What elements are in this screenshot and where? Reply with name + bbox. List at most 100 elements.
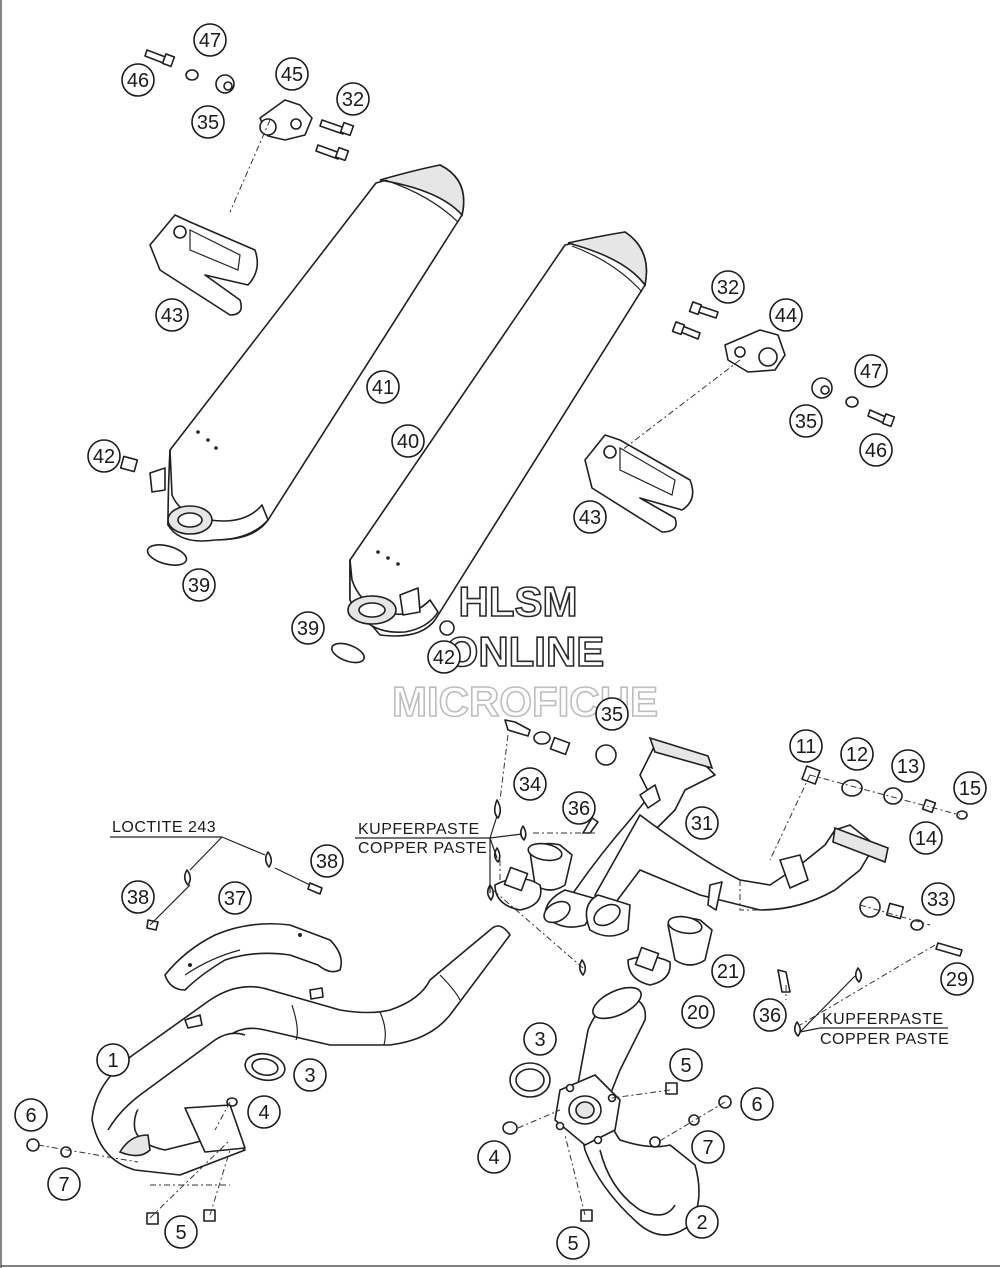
callout-number: 36	[759, 1005, 781, 1027]
callout-circle	[182, 568, 216, 602]
callout-35: 35	[789, 404, 823, 438]
callout-circle	[87, 439, 121, 473]
callout-32: 32	[336, 82, 370, 116]
callout-circle	[595, 697, 629, 731]
callout-number: 5	[680, 1055, 691, 1077]
callout-circle	[840, 737, 874, 771]
callout-3: 3	[523, 1022, 557, 1056]
callout-circle	[669, 1048, 703, 1082]
callout-number: 35	[795, 411, 817, 433]
callout-46: 46	[121, 63, 155, 97]
callout-31: 31	[685, 806, 719, 840]
callout-circle	[336, 82, 370, 116]
bracket-43-right	[584, 434, 694, 533]
callout-21: 21	[711, 954, 745, 988]
callout-circle	[477, 1140, 511, 1174]
callout-5: 5	[164, 1215, 198, 1249]
header-pipe-2	[554, 986, 700, 1236]
callout-circle	[556, 1226, 590, 1260]
callout-32: 32	[711, 270, 745, 304]
manifold-31	[543, 736, 889, 937]
callout-44: 44	[769, 298, 803, 332]
callout-circle	[921, 882, 955, 916]
callout-number: 15	[959, 778, 981, 800]
callout-number: 13	[897, 756, 919, 778]
callout-number: 12	[846, 744, 868, 766]
callout-number: 34	[519, 774, 541, 796]
callout-circle	[573, 500, 607, 534]
callout-number: 4	[488, 1147, 499, 1169]
assembly-lines	[37, 119, 961, 1219]
callout-4: 4	[247, 1095, 281, 1129]
callout-number: 38	[316, 851, 338, 873]
callout-number: 7	[58, 1174, 69, 1196]
callout-1: 1	[96, 1043, 130, 1077]
callout-47: 47	[854, 354, 888, 388]
callout-number: 5	[567, 1233, 578, 1255]
callout-number: 35	[197, 112, 219, 134]
callout-circle	[513, 767, 547, 801]
clamps-and-sleeves	[494, 842, 713, 986]
silencer-right	[347, 231, 648, 637]
callout-12: 12	[840, 737, 874, 771]
callout-circle	[940, 962, 974, 996]
callout-number: 3	[534, 1029, 545, 1051]
callout-circle	[769, 298, 803, 332]
callout-35: 35	[595, 697, 629, 731]
watermark-line1: HLSM	[459, 578, 578, 625]
clamp-44	[724, 329, 786, 373]
callout-number: 39	[297, 618, 319, 640]
callout-number: 35	[601, 704, 623, 726]
callout-number: 33	[927, 889, 949, 911]
callout-number: 38	[127, 887, 149, 909]
callout-circle	[753, 998, 787, 1032]
callout-41: 41	[366, 370, 400, 404]
callout-7: 7	[691, 1130, 725, 1164]
callout-45: 45	[275, 57, 309, 91]
callout-42: 42	[87, 439, 121, 473]
callout-circle	[293, 1058, 327, 1092]
note-loctite: LOCTITE 243	[112, 819, 216, 836]
callout-2: 2	[685, 1205, 719, 1239]
callout-29: 29	[940, 962, 974, 996]
callout-35: 35	[191, 105, 225, 139]
callout-number: 46	[865, 440, 887, 462]
callouts: 4746354532434140423932444735464339423534…	[14, 23, 987, 1260]
callout-38: 38	[310, 844, 344, 878]
callout-number: 46	[127, 70, 149, 92]
callout-circle	[310, 844, 344, 878]
callout-6: 6	[740, 1087, 774, 1121]
callout-circle	[275, 57, 309, 91]
callout-5: 5	[669, 1048, 703, 1082]
callout-number: 47	[860, 361, 882, 383]
heat-shield-37	[164, 922, 343, 991]
callout-circle	[711, 954, 745, 988]
callout-number: 6	[751, 1094, 762, 1116]
callout-circle	[711, 270, 745, 304]
watermark-line2: ONLINE	[446, 628, 605, 675]
callout-circle	[740, 1087, 774, 1121]
callout-circle	[427, 640, 461, 674]
callout-number: 37	[224, 888, 246, 910]
callout-39: 39	[291, 611, 325, 645]
callout-circle	[891, 749, 925, 783]
callout-circle	[164, 1215, 198, 1249]
callout-number: 29	[946, 969, 968, 991]
silencer-left	[149, 164, 465, 542]
callout-number: 42	[433, 647, 455, 669]
callout-circle	[218, 881, 252, 915]
callout-circle	[291, 611, 325, 645]
note-copper-paste-right: COPPER PASTE	[820, 1031, 949, 1048]
callout-number: 2	[696, 1212, 707, 1234]
callout-11: 11	[789, 729, 823, 763]
clamp-45	[259, 99, 313, 141]
callout-number: 44	[775, 305, 797, 327]
callout-circle	[685, 1205, 719, 1239]
callout-33: 33	[921, 882, 955, 916]
callout-number: 36	[568, 798, 590, 820]
callout-circle	[14, 1098, 48, 1132]
callout-38: 38	[121, 880, 155, 914]
callout-14: 14	[909, 821, 943, 855]
callout-circle	[562, 791, 596, 825]
callout-number: 21	[717, 961, 739, 983]
